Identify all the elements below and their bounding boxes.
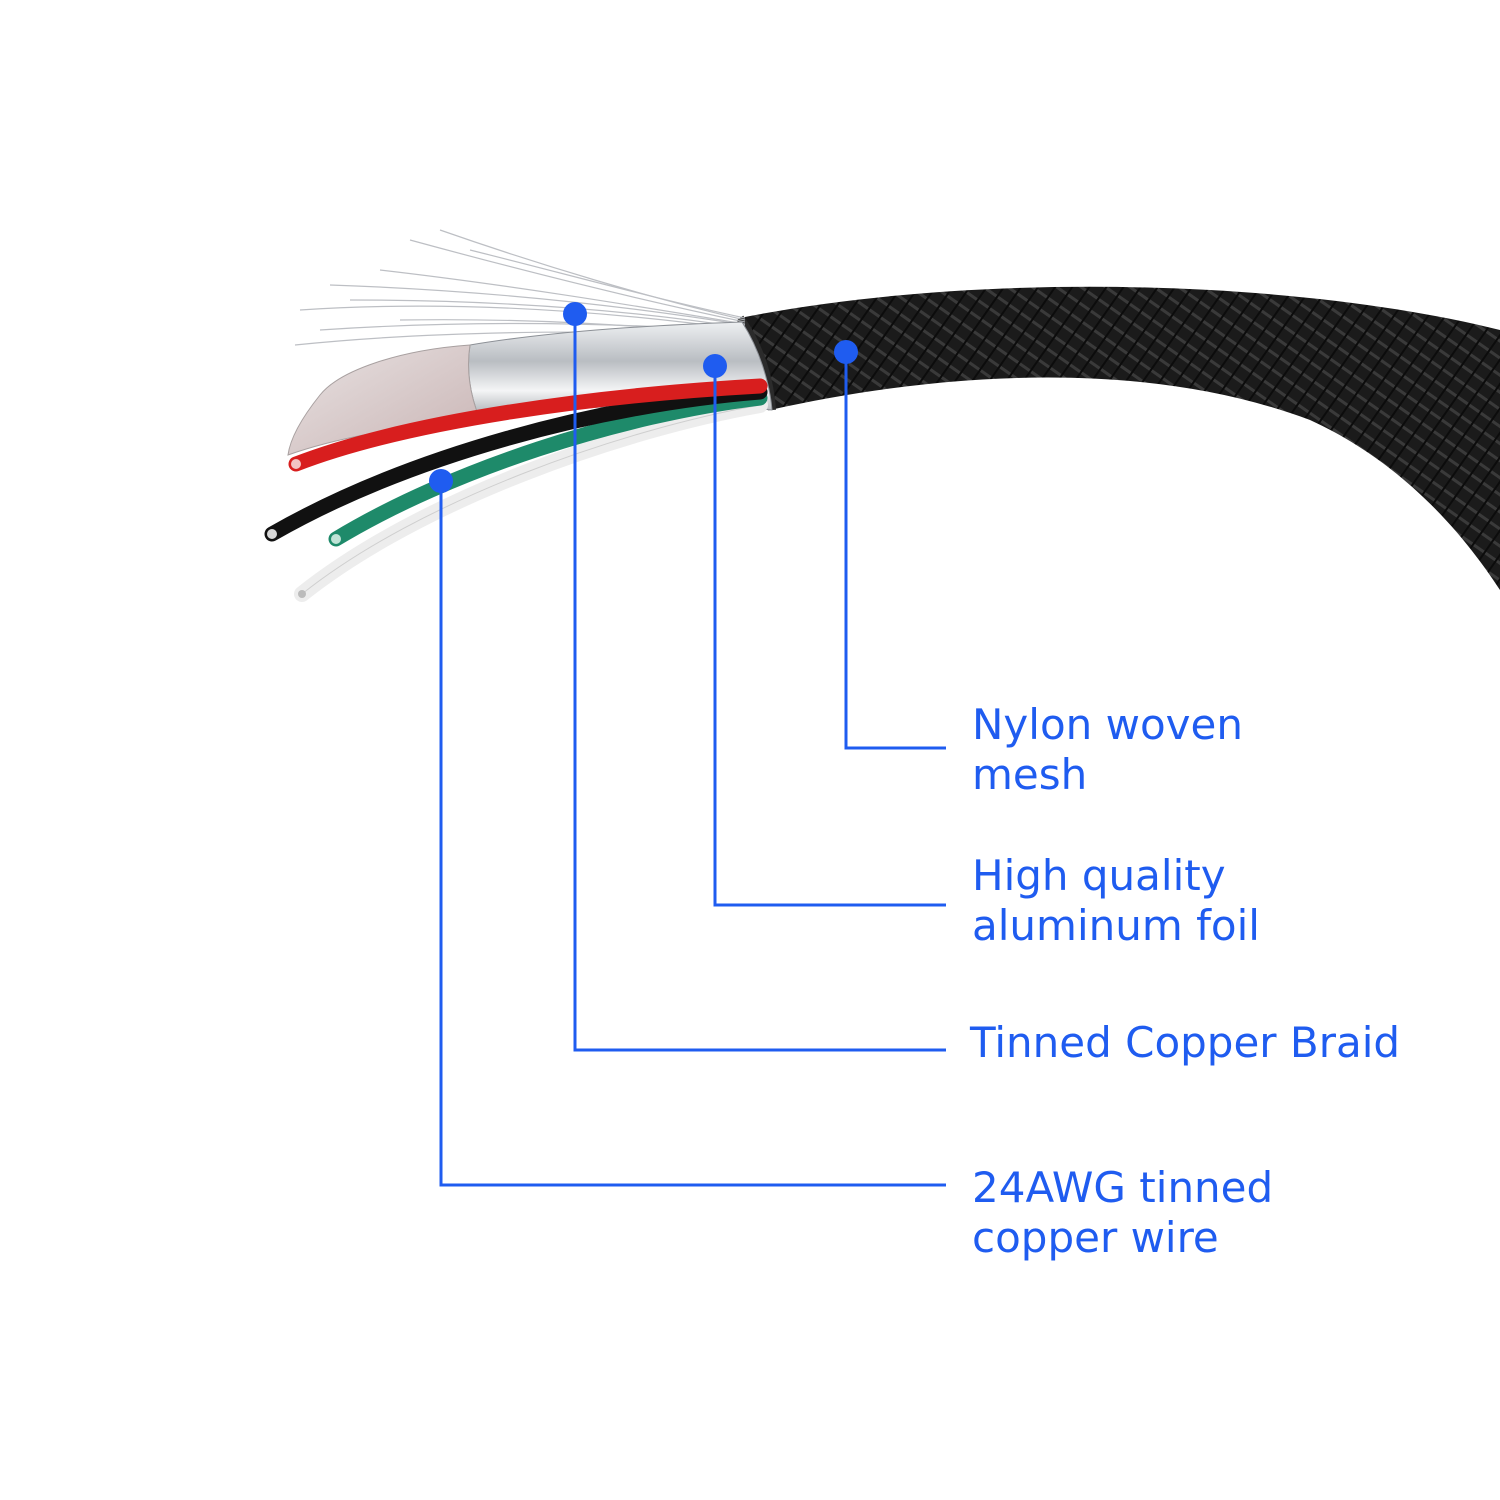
callout-line-wire bbox=[439, 481, 946, 1187]
callout-line-braid bbox=[573, 314, 946, 1052]
callout-label-aluminum-foil: High quality aluminum foil bbox=[972, 851, 1260, 951]
callout-label-line: mesh bbox=[972, 750, 1088, 799]
callout-dot-nylon bbox=[834, 340, 858, 364]
braid-strands bbox=[294, 229, 746, 346]
callout-label-line: aluminum foil bbox=[972, 901, 1260, 950]
callout-label-line: Tinned Copper Braid bbox=[970, 1018, 1401, 1067]
conductor-red bbox=[288, 378, 768, 472]
nylon-jacket bbox=[740, 286, 1500, 590]
callout-dot-foil bbox=[703, 354, 727, 378]
callout-label-line: 24AWG tinned bbox=[972, 1163, 1274, 1212]
conductor-white-edge bbox=[301, 404, 761, 595]
callout-dot-wire bbox=[429, 469, 453, 493]
callout-label-copper-braid: Tinned Copper Braid bbox=[970, 1018, 1400, 1068]
callout-label-line: copper wire bbox=[972, 1213, 1219, 1262]
callout-label-line: High quality bbox=[972, 851, 1226, 900]
conductor-green-tip bbox=[331, 534, 341, 544]
callout-line-foil bbox=[713, 366, 946, 907]
conductor-black bbox=[264, 384, 768, 542]
conductor-black-tip bbox=[267, 529, 277, 539]
callout-label-copper-wire: 24AWG tinned copper wire bbox=[972, 1163, 1273, 1263]
callout-dot-braid bbox=[563, 302, 587, 326]
callout-line-nylon bbox=[844, 352, 946, 750]
callout-label-nylon-mesh: Nylon woven mesh bbox=[972, 700, 1243, 800]
callout-label-line: Nylon woven bbox=[972, 700, 1243, 749]
conductor-red-tip bbox=[291, 459, 301, 469]
conductor-white-tip bbox=[298, 590, 306, 598]
conductor-green bbox=[328, 390, 768, 547]
